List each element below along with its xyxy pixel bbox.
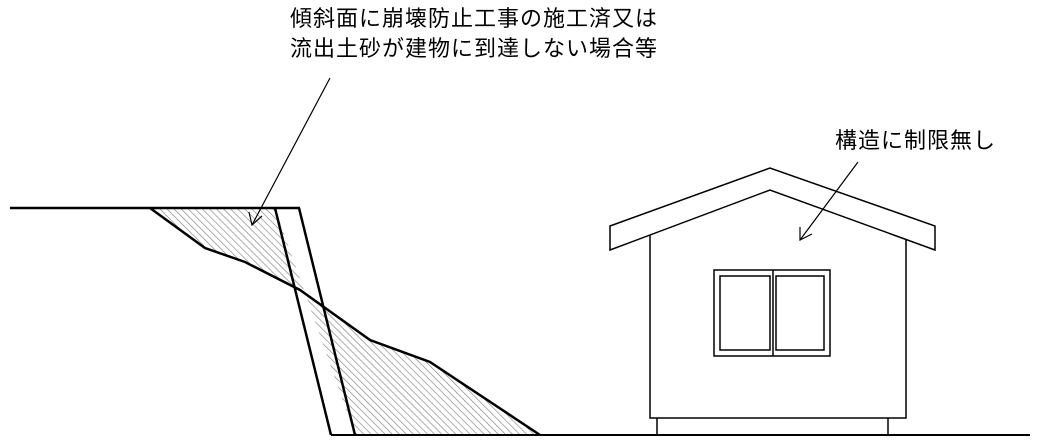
house-window-left-pane	[719, 275, 771, 351]
house	[609, 167, 936, 435]
slope-leader-arrowhead	[248, 211, 263, 227]
slope-leader-line	[251, 77, 331, 226]
slope-annotation: 傾斜面に崩壊防止工事の施工済又は 流出土砂が建物に到達しない場合等	[290, 5, 658, 65]
house-window-frame	[713, 269, 831, 357]
sediment-outline	[149, 206, 541, 437]
slope-annotation-line-2: 流出土砂が建物に到達しない場合等	[290, 37, 659, 62]
house-window-right-pane	[775, 275, 825, 351]
house-walls	[649, 232, 907, 419]
sediment-hatched-area	[150, 208, 540, 435]
house-roof	[609, 167, 936, 252]
retaining-wall-back	[297, 207, 357, 436]
house-leader-line	[799, 161, 859, 241]
retaining-wall-face	[273, 207, 333, 436]
slope-annotation-line-1: 傾斜面に崩壊防止工事の施工済又は	[290, 7, 659, 32]
house-annotation: 構造に制限無し	[835, 129, 997, 154]
house-leader-arrowhead	[799, 227, 813, 241]
